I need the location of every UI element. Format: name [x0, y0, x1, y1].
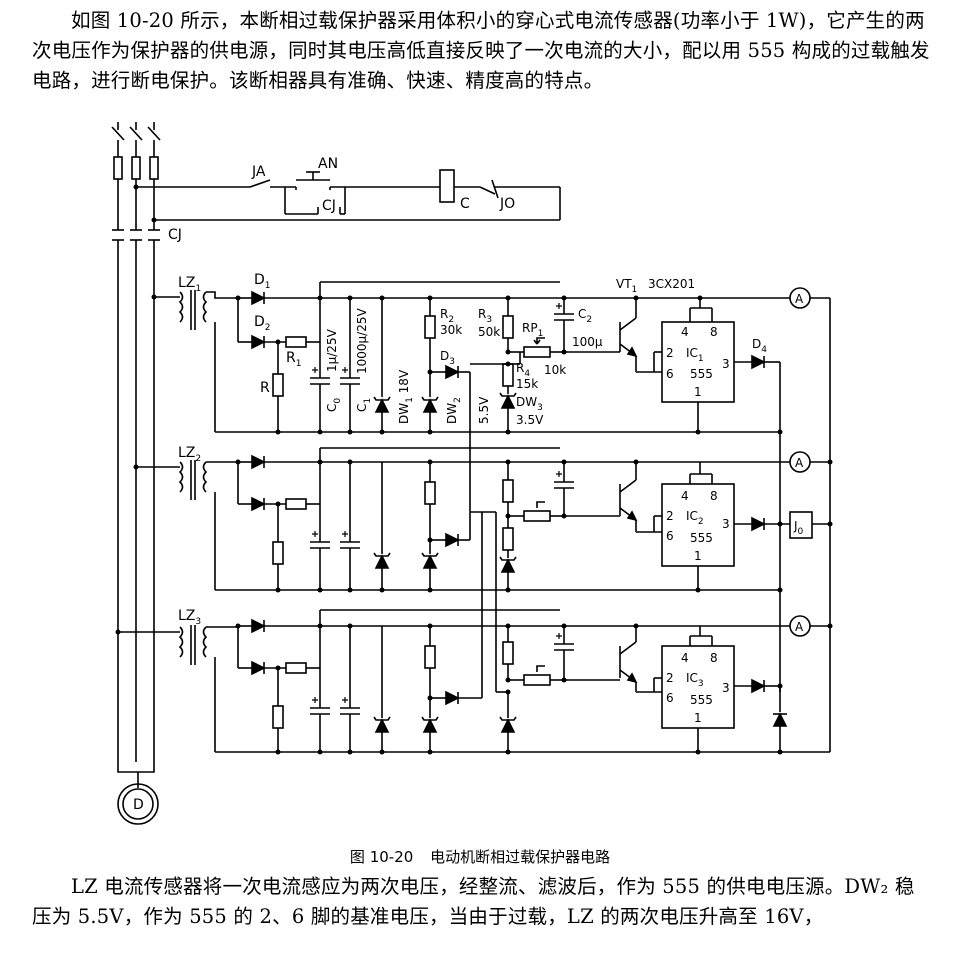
label-c2: C2: [578, 307, 592, 325]
ic1-pin6: 6: [666, 367, 674, 381]
control-circuit: [136, 169, 561, 221]
ic3-type: 555: [690, 693, 713, 707]
label-vt1: VT1: [616, 277, 637, 295]
caption-title: 电动机断相过载保护器电路: [430, 848, 611, 866]
ic1-pin2: 2: [666, 346, 674, 360]
ic1-pin8: 8: [710, 325, 718, 339]
label-c1: C1: [355, 398, 373, 412]
body-paragraph: LZ 电流传感器将一次电流感应为两次电压，经整流、滤波后，作为 555 的供电电…: [32, 875, 915, 928]
label-r1: R1: [286, 350, 301, 369]
ic2-pin2: 2: [666, 509, 674, 523]
label-d3: D3: [440, 349, 455, 367]
label-r3-value: 50k: [478, 325, 500, 339]
stage-1: [154, 281, 790, 692]
label-rp1: RP1: [522, 321, 543, 339]
caption-number: 图 10-20: [349, 848, 414, 866]
label-dw1: DW1 18V: [397, 369, 415, 424]
ic2-pin6: 6: [666, 529, 674, 543]
ic3-pin3: 3: [722, 681, 730, 695]
ic1-label: IC1: [686, 346, 704, 364]
ic1-pin3: 3: [722, 357, 730, 371]
figure-caption: 图 10-20 电动机断相过载保护器电路: [0, 846, 960, 867]
label-cj-main: CJ: [168, 227, 182, 243]
ic3-pin1: 1: [694, 711, 702, 725]
label-ja: JA: [251, 164, 266, 180]
stage-3: [118, 512, 830, 753]
ic3-pin2: 2: [666, 671, 674, 685]
label-lz3: LZ3: [178, 608, 201, 627]
label-lz1: LZ1: [178, 275, 201, 294]
ic2-pin4: 4: [681, 489, 689, 503]
label-rp1-value: 10k: [544, 363, 566, 377]
three-phase-switch: [111, 122, 161, 230]
ammeter-3: A: [795, 620, 804, 634]
junctions: [115, 184, 833, 755]
ic1-type: 555: [690, 367, 713, 381]
label-an: AN: [318, 156, 338, 172]
label-c1-value: 1000μ/25V: [355, 308, 369, 374]
ic1-pin1: 1: [694, 385, 702, 399]
ic2-type: 555: [690, 531, 713, 545]
ic3-label: IC3: [686, 671, 704, 689]
label-jo: JO: [499, 196, 515, 212]
label-dw3-value: 3.5V: [516, 413, 544, 427]
label-r2-value: 30k: [440, 323, 462, 337]
label-j0: J0: [793, 519, 804, 537]
label-c2-value: 100μ: [572, 335, 603, 349]
ic3-pin4: 4: [681, 651, 689, 665]
polarity-marks: [312, 303, 562, 703]
main-contactor-cj: [112, 229, 160, 762]
ic1-pin4: 4: [681, 325, 689, 339]
label-c0-value: 1μ/25V: [325, 328, 339, 372]
label-r2: R2: [440, 307, 454, 325]
label-vt1-type: 3CX201: [648, 277, 695, 291]
label-cj-contact: CJ: [322, 198, 336, 214]
label-c0: C0: [325, 398, 343, 412]
motor-label: D: [133, 797, 144, 813]
circuit-diagram: JA AN CJ C JO CJ LZ1 LZ2 LZ3 D1 D2 R1 R …: [111, 122, 833, 825]
ic2-pin3: 3: [722, 517, 730, 531]
ic3-pin8: 8: [710, 651, 718, 665]
ic2-label: IC2: [686, 509, 704, 527]
label-d1: D1: [254, 272, 271, 291]
label-r4-value: 15k: [516, 377, 538, 391]
stage-2: [136, 447, 790, 692]
motor: [117, 762, 159, 825]
label-r: R: [260, 380, 270, 396]
label-coil: C: [460, 196, 470, 212]
label-d4: D4: [752, 337, 767, 355]
label-d2: D2: [254, 314, 271, 333]
ammeter-1: A: [795, 292, 804, 306]
ic2-pin8: 8: [710, 489, 718, 503]
label-r3: R3: [478, 307, 492, 325]
ic2-pin1: 1: [694, 549, 702, 563]
ammeter-2: A: [795, 456, 804, 470]
label-dw2-value: 5.5V: [477, 396, 491, 424]
label-lz2: LZ2: [178, 445, 201, 464]
component-labels: JA AN CJ C JO CJ LZ1 LZ2 LZ3 D1 D2 R1 R …: [133, 156, 804, 813]
label-dw3: DW3: [516, 395, 543, 413]
label-r4: R4: [516, 361, 530, 379]
intro-paragraph: 如图 10-20 所示，本断相过载保护器采用体积小的穿心式电流传感器(功率小于 …: [32, 9, 930, 92]
ic3-pin6: 6: [666, 691, 674, 705]
label-dw2: DW2: [445, 397, 463, 424]
